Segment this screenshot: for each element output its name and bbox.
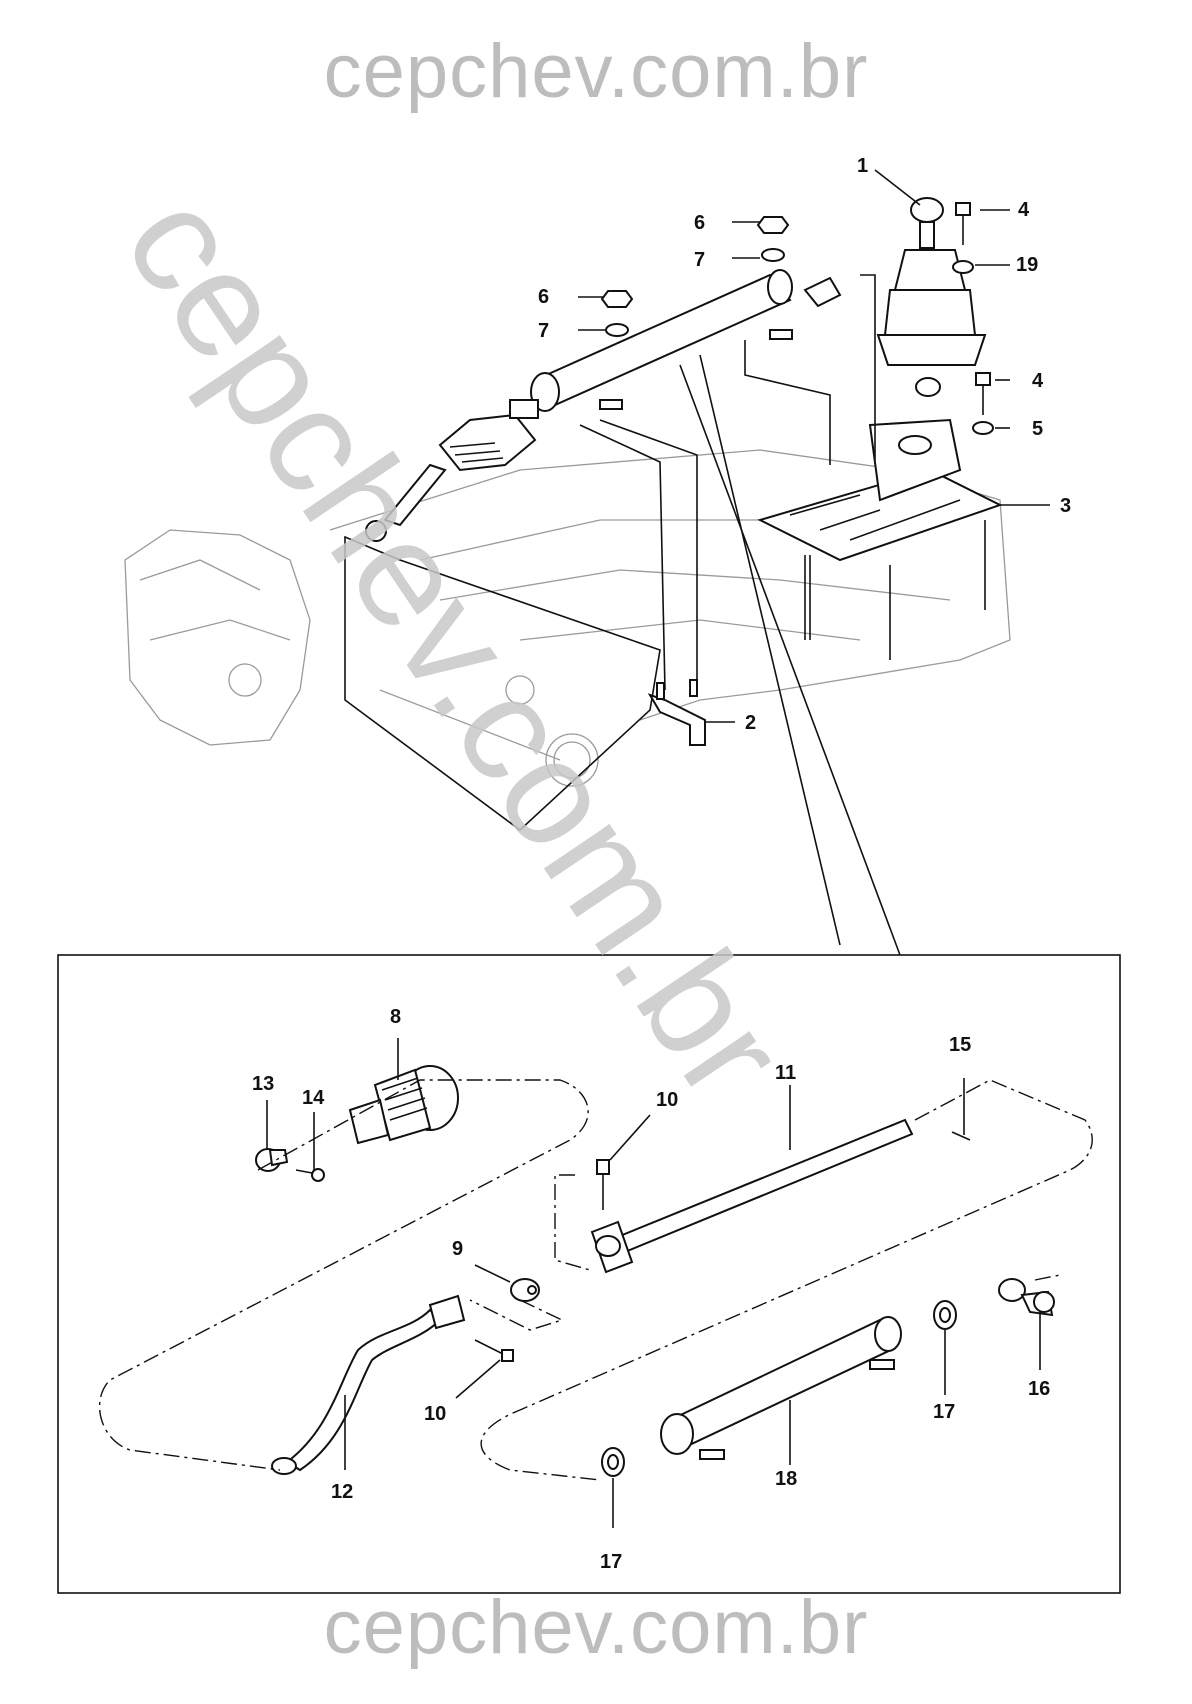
- gearshift-lever-assembly: [876, 197, 987, 397]
- callout-labels: 1 4 6 7 19 6 7 4 5 3 2 8 13 14 10 11 15 …: [252, 155, 1071, 1573]
- callout-13: 13: [252, 1073, 274, 1095]
- callout-16: 16: [1028, 1378, 1050, 1400]
- callout-6b: 6: [538, 286, 549, 308]
- detail-frame: [57, 954, 1121, 1594]
- callout-7b: 7: [538, 320, 549, 342]
- callout-4a: 4: [1018, 199, 1030, 221]
- boot-8: [348, 1065, 459, 1145]
- callout-15: 15: [949, 1034, 971, 1056]
- rod-12: [271, 1294, 466, 1475]
- watermark-bottom: cepchev.com.br: [323, 1585, 869, 1670]
- lever-16: [998, 1278, 1055, 1317]
- transmission-outline: [124, 529, 311, 746]
- clamp-9: [510, 1278, 540, 1302]
- callout-9: 9: [452, 1238, 463, 1260]
- pin-15: [951, 1131, 971, 1141]
- callout-7a: 7: [694, 249, 705, 271]
- washer-17-right: [933, 1300, 957, 1330]
- callout-17b: 17: [933, 1401, 955, 1423]
- clamp-13: [255, 1148, 289, 1172]
- callout-17a: 17: [600, 1551, 622, 1573]
- callout-11: 11: [775, 1062, 796, 1084]
- detail-inset-box: [344, 535, 661, 832]
- vehicle-floor-outline: [329, 449, 1011, 787]
- shift-housing-base: [757, 418, 1003, 562]
- pin-10-upper: [596, 1159, 610, 1210]
- watermark-top: cepchev.com.br: [323, 29, 869, 114]
- callout-12: 12: [331, 1481, 353, 1503]
- callout-18: 18: [775, 1468, 797, 1490]
- shift-rod-11: [590, 1118, 914, 1274]
- mounting-bracket: [647, 679, 706, 746]
- screw-14: [295, 1168, 325, 1182]
- callout-10a: 10: [656, 1089, 678, 1111]
- dashdot-outlines: [98, 1079, 1093, 1481]
- callout-5: 5: [1032, 418, 1043, 440]
- callout-3: 3: [1060, 495, 1071, 517]
- callout-19: 19: [1016, 254, 1038, 276]
- callout-2: 2: [745, 712, 756, 734]
- pin-10-lower: [474, 1339, 514, 1362]
- callout-4b: 4: [1032, 370, 1044, 392]
- leader-lines-top: [578, 169, 1050, 956]
- leader-lines-detail: [266, 1038, 1041, 1528]
- callout-6a: 6: [694, 212, 705, 234]
- tube-18: [660, 1316, 902, 1460]
- fastener-parts-top: [600, 202, 994, 435]
- washer-17-left: [601, 1447, 625, 1477]
- callout-14: 14: [302, 1087, 325, 1109]
- boot-and-shift-rod: [365, 399, 539, 542]
- callout-10b: 10: [424, 1403, 446, 1425]
- callout-8: 8: [390, 1006, 401, 1028]
- callout-1: 1: [857, 155, 868, 177]
- selector-rod-tube-assembly: [530, 269, 842, 412]
